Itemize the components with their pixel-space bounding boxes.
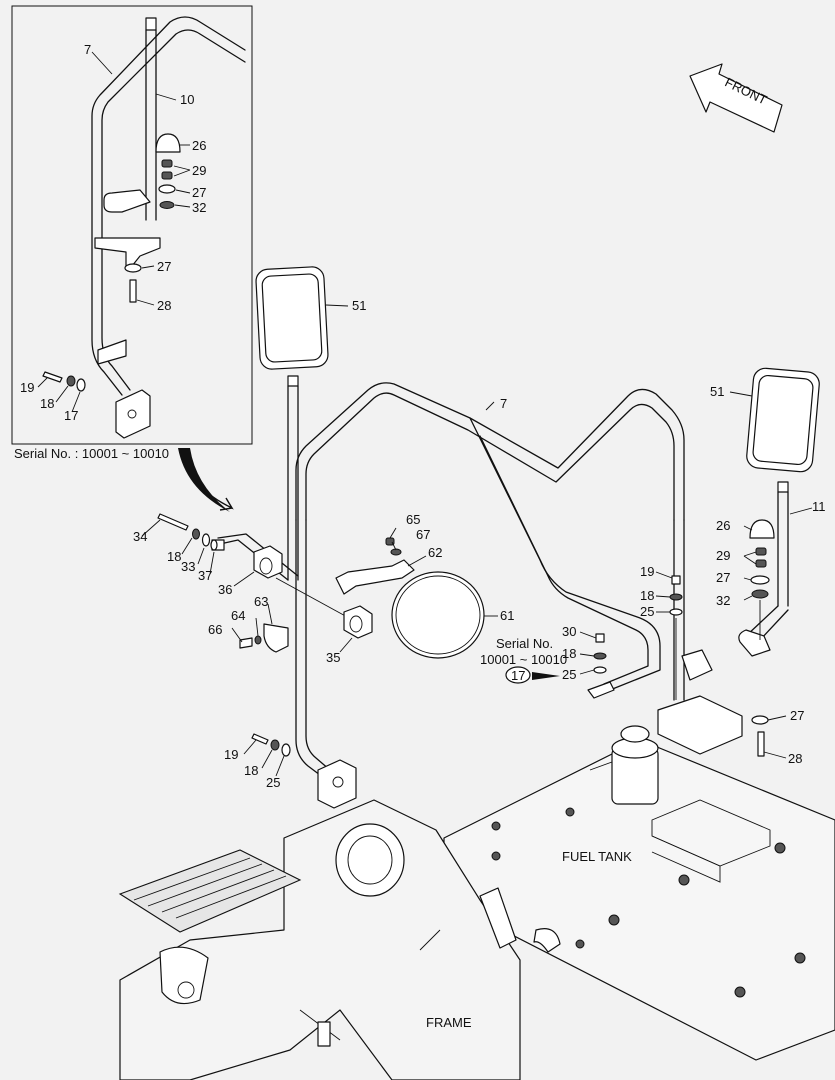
callout-inset-26: 26 xyxy=(192,138,206,153)
callout-main-7: 7 xyxy=(500,396,507,411)
callout-inset-7: 7 xyxy=(84,42,91,57)
callout-main-18-bottom: 18 xyxy=(244,763,258,778)
callout-main-65: 65 xyxy=(406,512,420,527)
callout-inset-27a: 27 xyxy=(192,185,206,200)
callout-inset-19: 19 xyxy=(20,380,34,395)
callout-main-32: 32 xyxy=(716,593,730,608)
callout-main-28: 28 xyxy=(788,751,802,766)
callout-inset-18: 18 xyxy=(40,396,54,411)
callout-main-18-mid: 18 xyxy=(562,646,576,661)
callout-inset-29: 29 xyxy=(192,163,206,178)
callout-main-34: 34 xyxy=(133,529,147,544)
callout-main-11: 11 xyxy=(812,499,826,514)
callout-main-67: 67 xyxy=(416,527,430,542)
callout-main-33: 33 xyxy=(181,559,195,574)
callout-main-19-bottom: 19 xyxy=(224,747,238,762)
callout-main-36: 36 xyxy=(218,582,232,597)
callout-inset-27b: 27 xyxy=(157,259,171,274)
callout-main-18-right: 18 xyxy=(640,588,654,603)
callout-main-35: 35 xyxy=(326,650,340,665)
callout-main-51-left: 51 xyxy=(352,298,366,313)
callout-inset-10: 10 xyxy=(180,92,194,107)
callout-main-29: 29 xyxy=(716,548,730,563)
callout-main-27a: 27 xyxy=(716,570,730,585)
serial-note-line1: Serial No. xyxy=(496,636,553,651)
callout-main-30: 30 xyxy=(562,624,576,639)
callout-main-37: 37 xyxy=(198,568,212,583)
callout-inset-17: 17 xyxy=(64,408,78,423)
callout-main-25-bottom: 25 xyxy=(266,775,280,790)
callout-main-25-right: 25 xyxy=(640,604,654,619)
frame-label: FRAME xyxy=(426,1015,472,1030)
mirror-right xyxy=(729,367,820,473)
callout-main-51-right: 51 xyxy=(710,384,724,399)
callout-main-61: 61 xyxy=(500,608,514,623)
callout-main-66: 66 xyxy=(208,622,222,637)
callout-main-26: 26 xyxy=(716,518,730,533)
callout-main-64: 64 xyxy=(231,608,245,623)
callout-main-19-right: 19 xyxy=(640,564,654,579)
callout-main-18a: 18 xyxy=(167,549,181,564)
fuel-tank-label: FUEL TANK xyxy=(562,849,632,864)
front-arrow: FRONT xyxy=(689,63,783,133)
callout-main-27b: 27 xyxy=(790,708,804,723)
frame xyxy=(118,799,521,1080)
inset-caption: Serial No. : 10001 ~ 10010 xyxy=(14,446,169,461)
serial-note-line2: 10001 ~ 10010 xyxy=(480,652,567,667)
callout-inset-32: 32 xyxy=(192,200,206,215)
callout-main-17: 17 xyxy=(511,668,525,683)
callout-main-25-mid: 25 xyxy=(562,667,576,682)
callout-inset-28: 28 xyxy=(157,298,171,313)
callout-main-62: 62 xyxy=(428,545,442,560)
inset-detail: 7 10 26 29 27 32 27 28 19 18 17 xyxy=(11,5,253,445)
callout-main-63: 63 xyxy=(254,594,268,609)
mirror-left xyxy=(255,266,349,370)
